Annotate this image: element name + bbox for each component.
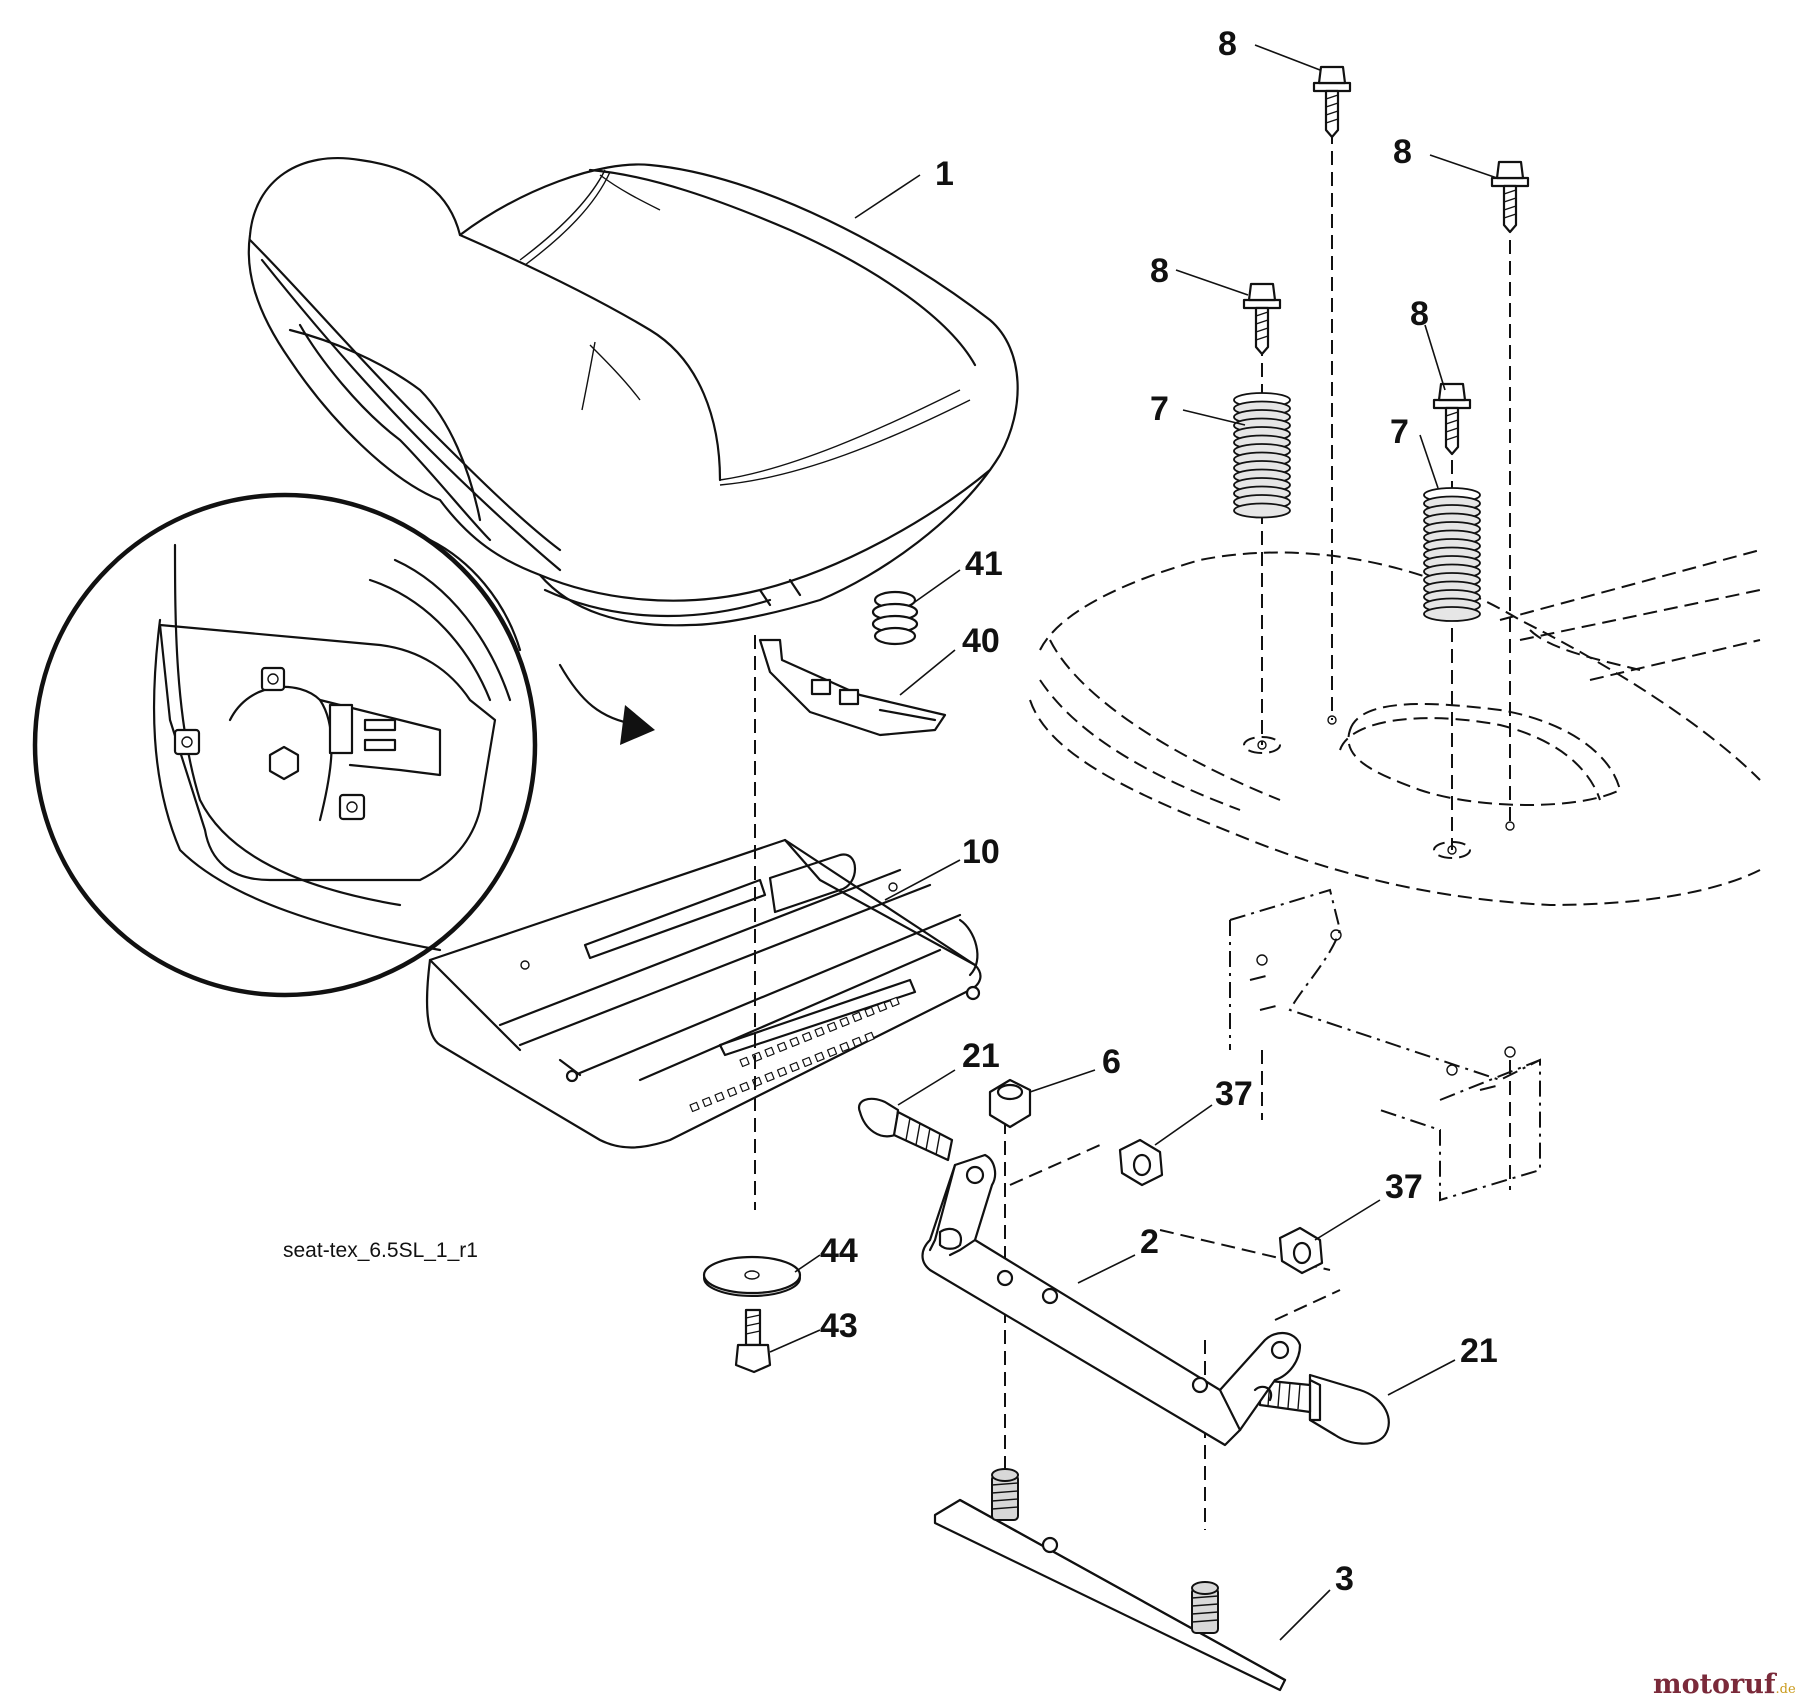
nuts-37-parts bbox=[1118, 1138, 1324, 1275]
callout-1: 1 bbox=[935, 155, 954, 193]
callout-37: 37 bbox=[1385, 1168, 1423, 1206]
nut-6-part bbox=[988, 1078, 1032, 1129]
bolt-21-left-part bbox=[857, 1097, 954, 1162]
switch-bracket-40-part bbox=[758, 638, 947, 737]
detail-inset bbox=[32, 492, 655, 998]
callout-37: 37 bbox=[1215, 1075, 1253, 1113]
springs-7-parts bbox=[1233, 392, 1481, 622]
callout-21: 21 bbox=[1460, 1332, 1498, 1370]
spring-41-part bbox=[871, 590, 919, 646]
bolt-43-part bbox=[734, 1308, 772, 1374]
bolts-8-parts bbox=[1242, 65, 1530, 456]
callout-6: 6 bbox=[1102, 1043, 1121, 1081]
reference-code: seat-tex_6.5SL_1_r1 bbox=[283, 1239, 478, 1262]
callout-8: 8 bbox=[1393, 133, 1412, 171]
callout-3: 3 bbox=[1335, 1560, 1354, 1598]
callout-21: 21 bbox=[962, 1037, 1000, 1075]
callout-labels: 1 8 8 8 8 7 7 41 40 10 21 6 37 37 2 44 4… bbox=[820, 25, 1498, 1598]
callout-43: 43 bbox=[820, 1307, 858, 1345]
callout-8: 8 bbox=[1218, 25, 1237, 63]
frame-outline bbox=[1029, 549, 1761, 1202]
callout-7: 7 bbox=[1150, 390, 1169, 428]
callout-leaders bbox=[769, 44, 1498, 1641]
callout-2: 2 bbox=[1140, 1223, 1159, 1261]
washer-44-part bbox=[702, 1255, 802, 1297]
callout-7: 7 bbox=[1390, 413, 1409, 451]
callout-44: 44 bbox=[820, 1232, 858, 1270]
pivot-bracket-2-part bbox=[921, 1153, 1302, 1447]
callout-8: 8 bbox=[1150, 252, 1169, 290]
callout-10: 10 bbox=[962, 833, 1000, 871]
watermark-logo: motoruf.de bbox=[1653, 1669, 1796, 1700]
callout-41: 41 bbox=[965, 545, 1003, 583]
bolt-21-right-part bbox=[1258, 1373, 1390, 1445]
seat-pan-10-part bbox=[425, 838, 982, 1149]
mounting-plate-3-part bbox=[933, 1468, 1287, 1692]
callout-8: 8 bbox=[1410, 295, 1429, 333]
seat-part bbox=[247, 157, 1019, 627]
callout-40: 40 bbox=[962, 622, 1000, 660]
